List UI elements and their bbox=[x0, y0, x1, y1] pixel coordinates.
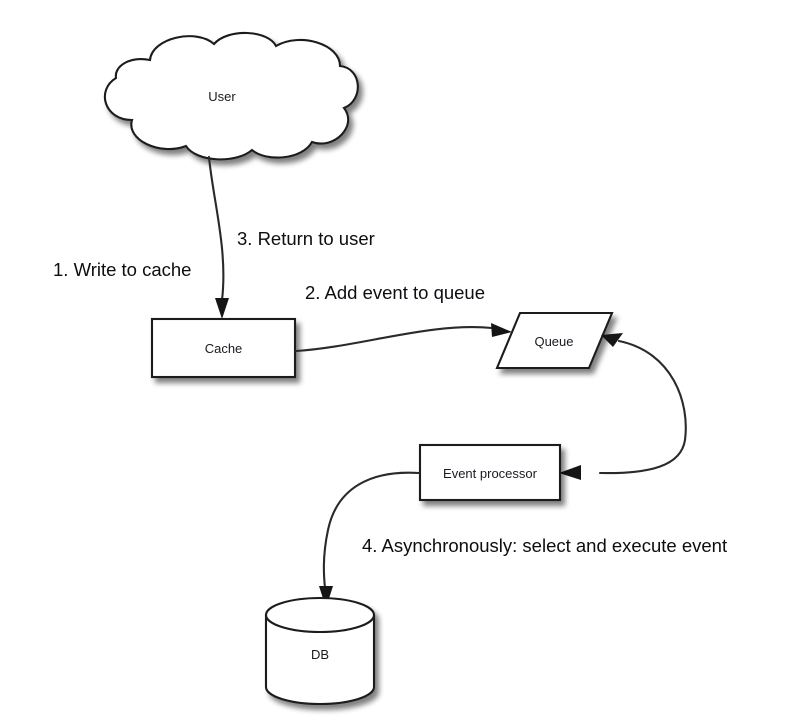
step-label-3: 3. Return to user bbox=[237, 228, 375, 249]
node-user-label: User bbox=[208, 89, 236, 104]
edge-queue-to-eventprocessor bbox=[559, 465, 581, 480]
step-label-4: 4. Asynchronously: select and execute ev… bbox=[362, 535, 727, 556]
node-db[interactable]: DB bbox=[264, 596, 376, 706]
node-user[interactable]: User bbox=[103, 31, 359, 161]
edge-eventprocessor-to-db bbox=[319, 471, 421, 608]
node-event-processor-label: Event processor bbox=[443, 466, 538, 481]
step-label-1: 1. Write to cache bbox=[53, 259, 191, 280]
edge-user-to-cache bbox=[207, 155, 229, 319]
node-queue[interactable]: Queue bbox=[495, 311, 614, 370]
edge-eventprocessor-to-queue bbox=[598, 333, 687, 475]
node-queue-label: Queue bbox=[534, 334, 573, 349]
node-db-label: DB bbox=[311, 647, 329, 662]
node-event-processor[interactable]: Event processor bbox=[418, 443, 562, 502]
step-label-2: 2. Add event to queue bbox=[305, 282, 485, 303]
node-cache[interactable]: Cache bbox=[150, 317, 297, 379]
edge-cache-to-queue bbox=[294, 323, 512, 353]
node-cache-label: Cache bbox=[205, 341, 243, 356]
